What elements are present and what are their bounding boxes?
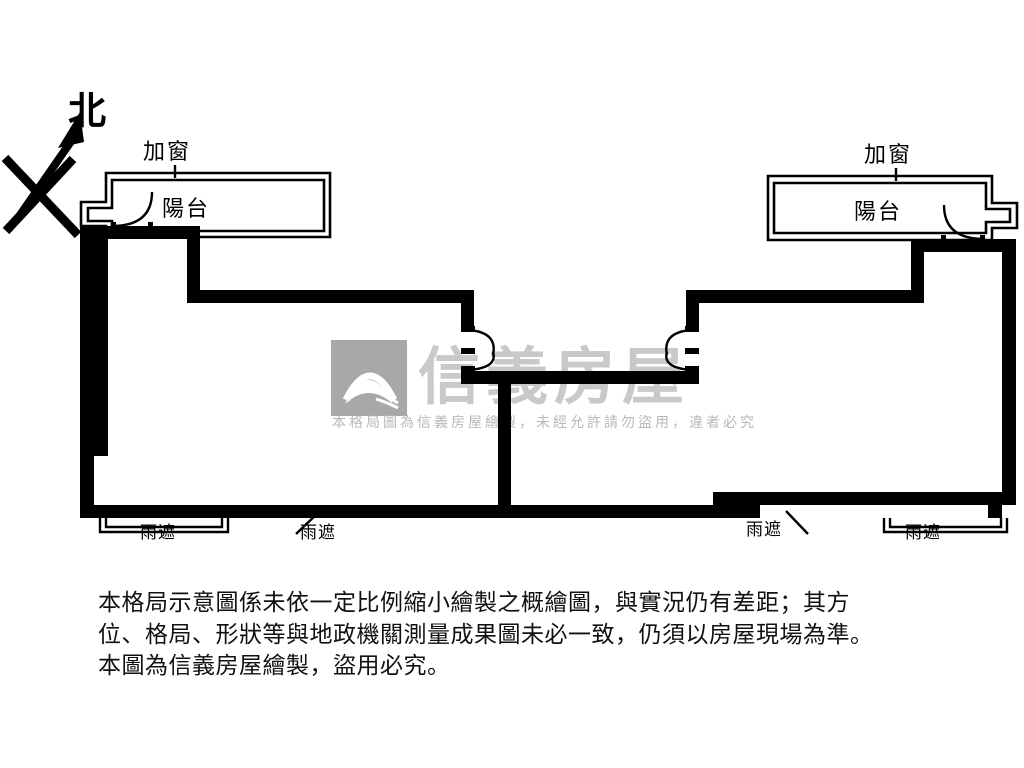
label-rain-shelter-3: 雨遮 <box>746 520 782 540</box>
watermark-notice: 本格局圖為信義房屋繪製，未經允許請勿盜用，違者必究 <box>332 414 757 431</box>
rain-shelter-bracket-4 <box>882 518 1009 534</box>
disclaimer-text: 本格局示意圖係未依一定比例縮小繪製之概繪圖，與實況仍有差距；其方 位、格局、形狀… <box>98 588 938 683</box>
door-balcony-right <box>941 204 985 247</box>
disclaimer-line-3: 本圖為信義房屋繪製，盜用必究。 <box>98 653 451 680</box>
label-added-window-left: 加窗 <box>143 140 191 165</box>
compass-north-label: 北 <box>68 88 106 133</box>
disclaimer-line-1: 本格局示意圖係未依一定比例縮小繪製之概繪圖，與實況仍有差距；其方 <box>98 590 850 616</box>
door-center-left <box>461 326 495 372</box>
door-center-right <box>665 326 699 372</box>
structural-walls <box>80 226 1016 518</box>
rain-shelter-leader-3 <box>785 510 809 535</box>
label-balcony-right: 陽台 <box>854 200 902 225</box>
compass-rose: 北 <box>1 88 106 239</box>
disclaimer-line-2: 位、格局、形狀等與地政機關測量成果圖未必一致，仍須以房屋現場為準。 <box>98 621 874 648</box>
balcony-right-outline <box>766 174 1019 242</box>
label-added-window-right: 加窗 <box>864 143 912 168</box>
rain-shelter-bracket-1 <box>98 518 230 534</box>
label-rain-shelter-2: 雨遮 <box>300 523 336 543</box>
door-balcony-left <box>111 191 154 234</box>
label-rain-shelter-4: 雨遮 <box>905 523 941 543</box>
label-rain-shelter-1: 雨遮 <box>140 523 176 543</box>
label-balcony-left: 陽台 <box>162 197 210 222</box>
sinyi-logo-icon <box>331 340 407 416</box>
